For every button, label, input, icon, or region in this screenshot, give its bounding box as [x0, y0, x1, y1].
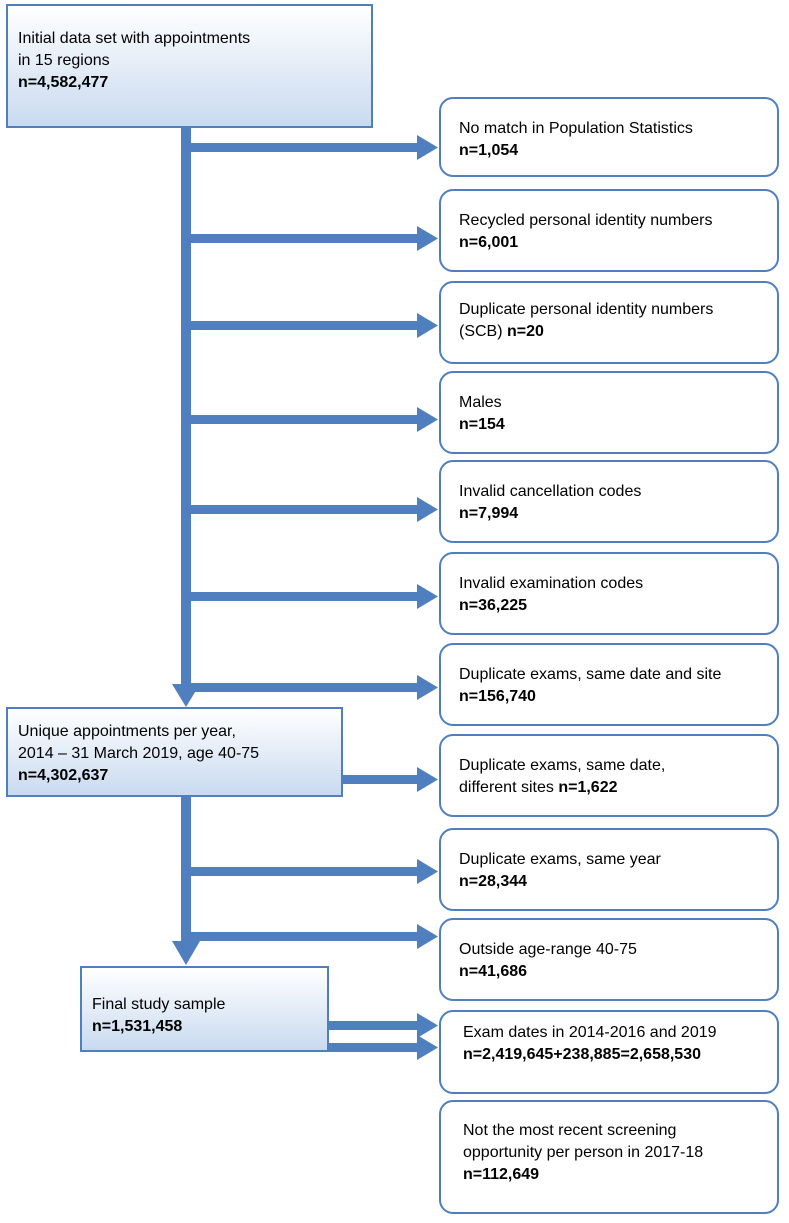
branch-arrow-4	[186, 407, 438, 432]
exclusion-text: Invalid examination codes	[459, 575, 644, 592]
exclusion-count: n=112,649	[463, 1166, 540, 1183]
unique-line-1: Unique appointments per year,	[18, 723, 236, 740]
branch-arrow-2	[186, 226, 438, 251]
exclusion-text-suffix: (SCB)	[459, 323, 503, 340]
exclusion-count: n=1,622	[558, 779, 618, 796]
exclusion-box: Invalid cancellation codes n=7,994	[439, 460, 779, 543]
exclusion-text: Duplicate exams, same date,	[459, 757, 666, 774]
exclusion-box: Invalid examination codes n=36,225	[439, 552, 779, 635]
branch-arrow-10	[186, 924, 438, 949]
final-count: n=1,531,458	[92, 1018, 183, 1035]
exclusion-box: Outside age-range 40-75 n=41,686	[439, 918, 779, 1001]
exclusion-text-suffix: different sites	[459, 779, 554, 796]
branch-arrow-1	[186, 135, 438, 160]
exclusion-text: Exam dates in 2014-2016 and 2019	[463, 1024, 717, 1041]
final-label: Final study sample	[92, 996, 226, 1013]
exclusion-count: n=6,001	[459, 234, 519, 251]
exclusion-count: n=28,344	[459, 873, 528, 890]
exclusion-text-line-2: different sites n=1,622	[459, 777, 767, 799]
exclusion-box: Duplicate exams, same year n=28,344	[439, 828, 779, 911]
exclusion-text-line-2: opportunity per person in 2017-18	[463, 1144, 704, 1161]
exclusion-box: Duplicate exams, same date, different si…	[439, 734, 779, 817]
branch-arrow-7	[186, 675, 438, 700]
branch-arrow-5	[186, 497, 438, 522]
final-sample-box: Final study sample n=1,531,458	[80, 966, 329, 1052]
exclusion-text: Males	[459, 394, 502, 411]
exclusion-box: Duplicate exams, same date and site n=15…	[439, 643, 779, 726]
main-trunk-upper	[181, 128, 191, 688]
exclusion-count: n=2,419,645+238,885=2,658,530	[463, 1046, 701, 1063]
exclusion-count: n=1,054	[459, 142, 519, 159]
branch-arrow-3	[186, 313, 438, 338]
exclusion-count: n=156,740	[459, 688, 536, 705]
exclusion-text: Duplicate exams, same year	[459, 851, 661, 868]
unique-line-2: 2014 – 31 March 2019, age 40-75	[18, 745, 260, 762]
exclusion-text-line-2: (SCB) n=20	[459, 321, 767, 343]
exclusion-text: Invalid cancellation codes	[459, 483, 642, 500]
exclusion-box: Males n=154	[439, 371, 779, 454]
exclusion-box: Not the most recent screening opportunit…	[439, 1100, 779, 1214]
exclusion-text: Outside age-range 40-75	[459, 941, 637, 958]
exclusion-text: Duplicate exams, same date and site	[459, 666, 722, 683]
exclusion-box: Duplicate personal identity numbers (SCB…	[439, 281, 779, 364]
exclusion-count: n=20	[507, 323, 544, 340]
arrow-to-final	[172, 941, 200, 965]
initial-line-2: in 15 regions	[18, 52, 110, 69]
exclusion-text: Duplicate personal identity numbers	[459, 301, 714, 318]
exclusion-box: No match in Population Statistics n=1,05…	[439, 97, 779, 177]
initial-dataset-box: Initial data set with appointments in 15…	[6, 4, 373, 128]
branch-arrow-9	[186, 859, 438, 884]
initial-line-1: Initial data set with appointments	[18, 30, 251, 47]
exclusion-text: Recycled personal identity numbers	[459, 212, 713, 229]
branch-arrow-6	[186, 584, 438, 609]
exclusion-count: n=154	[459, 416, 505, 433]
exclusion-text: No match in Population Statistics	[459, 120, 693, 137]
unique-count: n=4,302,637	[18, 767, 109, 784]
exclusion-count: n=41,686	[459, 963, 528, 980]
exclusion-text: Not the most recent screening	[463, 1122, 677, 1139]
exclusion-box: Exam dates in 2014-2016 and 2019 n=2,419…	[439, 1010, 779, 1094]
initial-count: n=4,582,477	[18, 74, 109, 91]
exclusion-box: Recycled personal identity numbers n=6,0…	[439, 189, 779, 272]
exclusion-count: n=36,225	[459, 597, 528, 614]
exclusion-count: n=7,994	[459, 505, 519, 522]
unique-appointments-box: Unique appointments per year, 2014 – 31 …	[6, 707, 343, 797]
